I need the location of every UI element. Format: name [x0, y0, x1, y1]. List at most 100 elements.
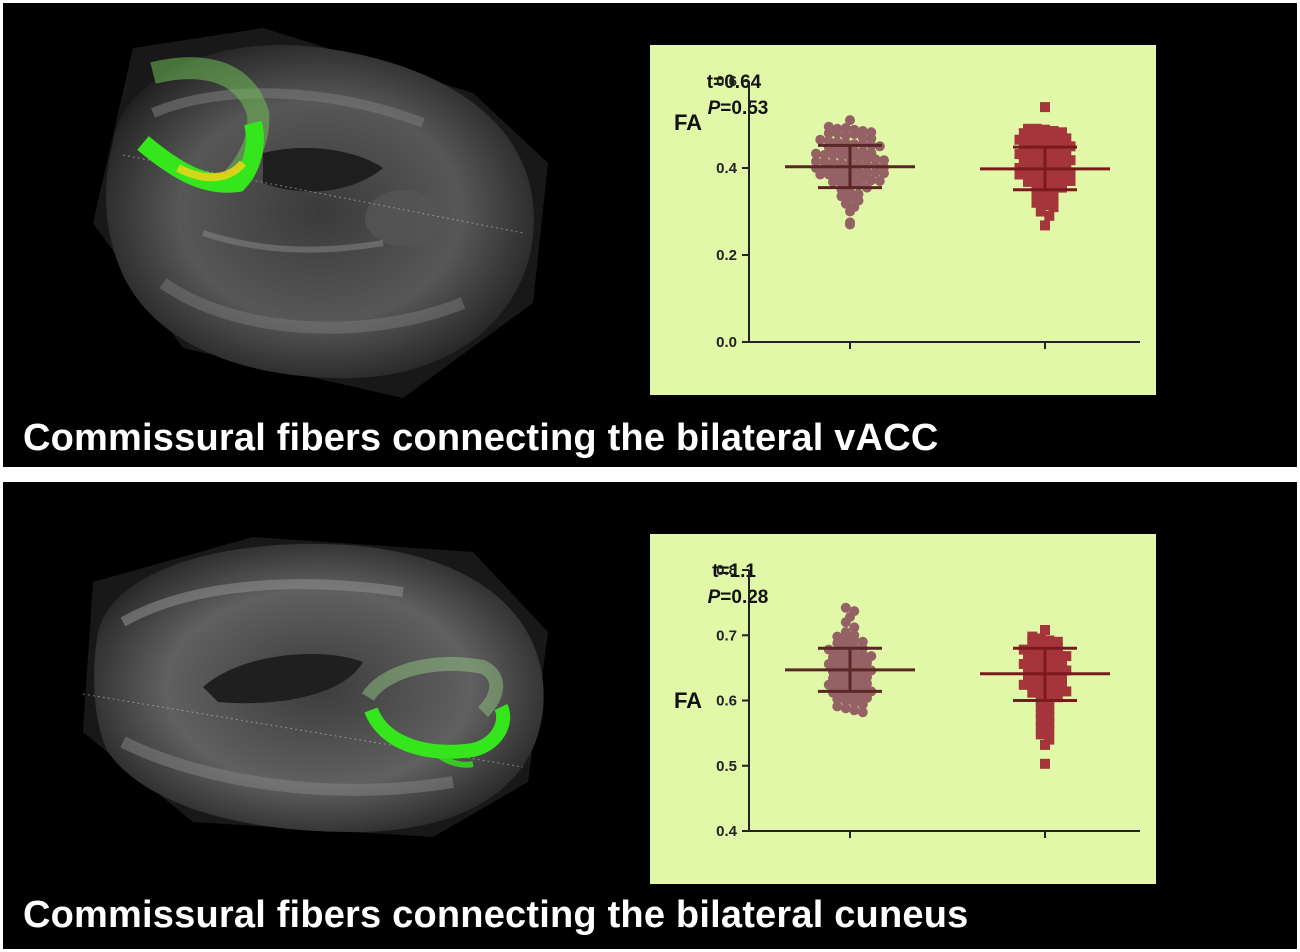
y-axis-label: FA [674, 688, 702, 713]
stat-t: t=0.64 [707, 72, 762, 93]
data-point [1044, 698, 1055, 709]
data-point [828, 176, 838, 187]
y-tick-label: 0.7 [716, 627, 737, 644]
data-point [1057, 127, 1067, 138]
data-point [1048, 202, 1059, 213]
data-point [1035, 661, 1046, 672]
data-point [1044, 690, 1055, 701]
data-point [1044, 131, 1055, 142]
data-point [1018, 128, 1029, 139]
data-point [1044, 662, 1055, 673]
data-point [1035, 130, 1046, 141]
data-point [1018, 659, 1029, 669]
caption-vacc: Commissural fibers connecting the bilate… [23, 417, 939, 459]
series-group-2 [980, 625, 1110, 769]
data-point [1048, 153, 1059, 164]
data-point [1040, 193, 1050, 204]
data-point [1035, 158, 1046, 169]
data-point [857, 707, 868, 718]
data-point [866, 133, 877, 144]
chart-plot-cuneus: t=1.1 P=0.28 0.40.50.60.70.8FA [674, 561, 1140, 840]
data-point [1044, 648, 1055, 659]
series-group-2 [980, 102, 1110, 231]
data-point [845, 115, 855, 126]
data-point [1061, 686, 1072, 697]
data-point [1031, 171, 1042, 182]
data-point [840, 703, 851, 714]
data-point [1044, 711, 1055, 722]
data-point [1040, 625, 1050, 635]
data-point [849, 622, 860, 633]
series-group-1 [785, 602, 915, 718]
data-point [1031, 197, 1042, 208]
data-point [1040, 102, 1050, 113]
data-point [1052, 636, 1063, 647]
data-point [1044, 705, 1055, 716]
data-point [1061, 651, 1072, 662]
data-point [1065, 155, 1076, 166]
brain-mri-image-cuneus [82, 537, 548, 837]
stat-p-letter: P [708, 587, 721, 608]
y-tick-label: 0.6 [716, 693, 737, 710]
data-point [1044, 734, 1055, 745]
data-point [1014, 134, 1025, 145]
data-point [1048, 166, 1059, 177]
data-point [832, 638, 843, 649]
y-tick-label: 0.4 [716, 160, 738, 177]
data-point [836, 191, 847, 202]
stat-p-value: =0.28 [720, 587, 768, 608]
data-point [815, 134, 826, 145]
y-tick-label: 0.5 [716, 758, 737, 775]
data-point [1035, 640, 1046, 650]
data-point [1048, 139, 1059, 150]
data-point [1044, 718, 1055, 729]
data-point [1057, 140, 1067, 151]
data-point [1035, 729, 1046, 740]
y-tick-label: 0.0 [716, 334, 737, 351]
data-point [1040, 200, 1050, 210]
data-point [1027, 129, 1038, 140]
data-point [1040, 137, 1050, 148]
data-point [1052, 649, 1063, 660]
data-point [1035, 144, 1046, 155]
data-point [1048, 670, 1059, 681]
data-point [815, 169, 826, 180]
data-point [1027, 631, 1038, 642]
data-point [1018, 679, 1029, 690]
data-point [879, 168, 889, 179]
data-point [1023, 673, 1033, 684]
data-point [1065, 168, 1076, 179]
data-point [849, 705, 860, 716]
data-point [1044, 724, 1055, 735]
data-point [1018, 156, 1029, 167]
data-point [1052, 692, 1063, 703]
data-point [1048, 173, 1059, 184]
data-point [1052, 685, 1063, 696]
stat-p-letter: P [708, 98, 721, 119]
data-point [840, 198, 851, 209]
data-point [1061, 147, 1072, 158]
data-point [840, 130, 851, 141]
data-point [1057, 182, 1067, 193]
data-point [874, 176, 885, 186]
data-point [1040, 758, 1050, 769]
data-point [1057, 672, 1067, 682]
data-point [840, 602, 851, 613]
data-point [1052, 146, 1063, 157]
data-point [866, 175, 877, 186]
data-point [1044, 159, 1055, 170]
data-point [849, 129, 860, 140]
data-point [1035, 702, 1046, 712]
data-point [1040, 739, 1050, 750]
data-point [857, 699, 868, 710]
brain-mri-image-vacc [93, 28, 548, 398]
data-point [845, 206, 855, 217]
data-point [1023, 666, 1033, 677]
data-point [1035, 715, 1046, 726]
data-point [811, 148, 821, 159]
data-point [828, 149, 838, 160]
data-point [870, 167, 881, 178]
data-point [1035, 647, 1046, 658]
data-point [1057, 175, 1067, 186]
